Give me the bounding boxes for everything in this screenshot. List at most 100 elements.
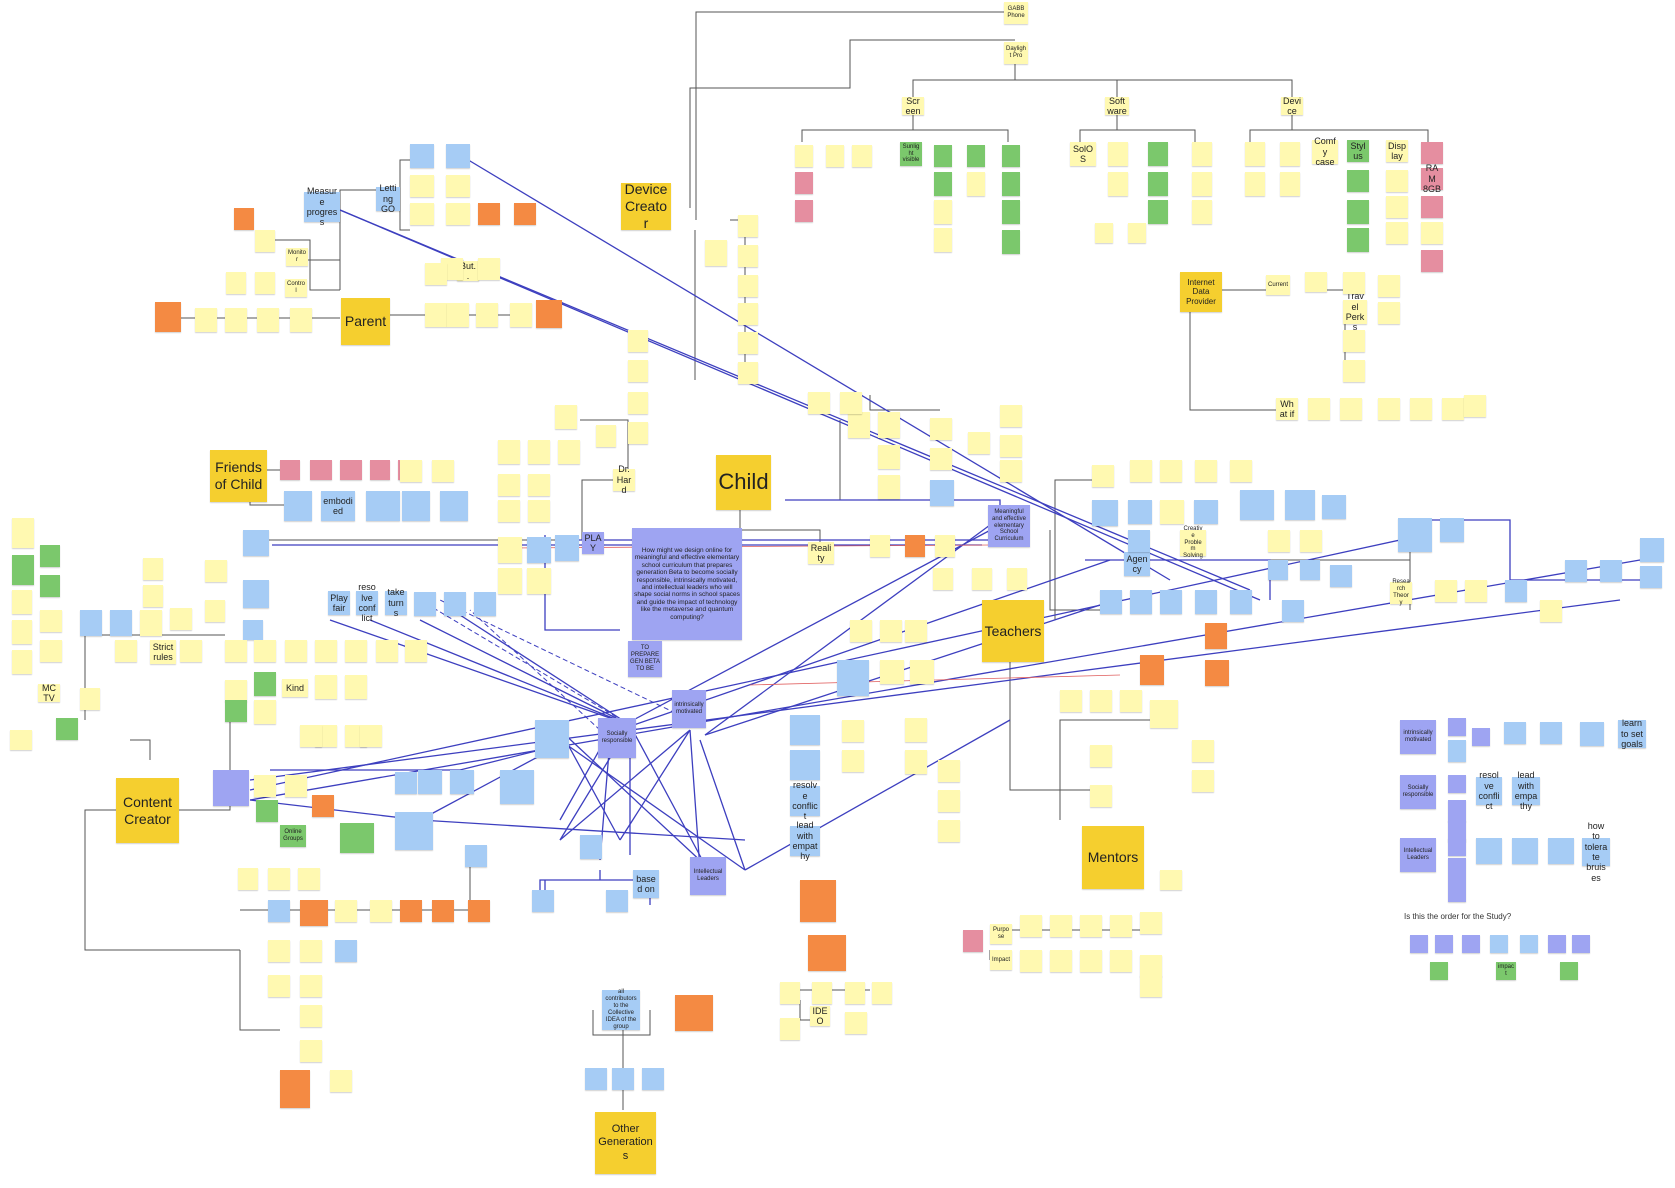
- play-fair-note[interactable]: Play fair: [328, 591, 350, 615]
- sticky-note[interactable]: [850, 620, 872, 642]
- sticky-note[interactable]: [345, 640, 367, 662]
- sticky-note[interactable]: [880, 620, 902, 642]
- sticky-note[interactable]: [478, 203, 500, 225]
- travel-perks-note[interactable]: Travel Perks: [1343, 291, 1367, 332]
- sticky-note[interactable]: [910, 660, 934, 684]
- sticky-note[interactable]: [1421, 196, 1443, 218]
- sticky-note[interactable]: [410, 175, 434, 197]
- sticky-note[interactable]: [527, 568, 551, 594]
- parent-note[interactable]: Parent: [341, 298, 390, 345]
- sticky-note[interactable]: [532, 890, 554, 912]
- sticky-note[interactable]: [1205, 623, 1227, 649]
- sticky-note[interactable]: [1230, 590, 1252, 614]
- sticky-note[interactable]: [498, 568, 522, 594]
- sticky-note[interactable]: [905, 750, 927, 774]
- sticky-note[interactable]: [1410, 398, 1432, 420]
- sticky-note[interactable]: [1640, 566, 1662, 588]
- sticky-note[interactable]: [143, 558, 163, 580]
- sticky-note[interactable]: [432, 460, 454, 482]
- sticky-note[interactable]: [1080, 915, 1102, 937]
- sticky-note[interactable]: [1448, 858, 1466, 880]
- sticky-note[interactable]: [845, 1012, 867, 1034]
- sticky-note[interactable]: [213, 770, 249, 806]
- sticky-note[interactable]: [1548, 838, 1574, 864]
- device-creator-note[interactable]: Device Creator: [621, 181, 671, 231]
- sticky-note[interactable]: [40, 610, 62, 632]
- sticky-note[interactable]: [1440, 518, 1464, 542]
- sticky-note[interactable]: [1230, 460, 1252, 482]
- sticky-note[interactable]: [400, 900, 422, 922]
- sticky-note[interactable]: [254, 775, 276, 797]
- sticky-note[interactable]: [40, 545, 60, 567]
- sticky-note[interactable]: [300, 1005, 322, 1027]
- sticky-note[interactable]: [1504, 722, 1526, 744]
- measure-progress-note[interactable]: Measure progress: [304, 186, 340, 227]
- sticky-note[interactable]: [155, 302, 181, 332]
- sticky-note[interactable]: [1148, 142, 1168, 166]
- sticky-note[interactable]: [1150, 700, 1178, 728]
- sticky-note[interactable]: [812, 982, 832, 1004]
- sticky-note[interactable]: [418, 770, 442, 794]
- sticky-note[interactable]: [1060, 690, 1082, 712]
- sticky-note[interactable]: [1110, 915, 1132, 937]
- impact-note[interactable]: impact: [1496, 962, 1516, 980]
- sticky-note[interactable]: [255, 272, 275, 294]
- control-note[interactable]: Control: [285, 279, 307, 297]
- sticky-note[interactable]: [1340, 398, 1362, 420]
- sticky-note[interactable]: [10, 730, 32, 750]
- sticky-note[interactable]: [1110, 950, 1132, 972]
- sticky-note[interactable]: [878, 445, 900, 469]
- sticky-note[interactable]: [1386, 170, 1408, 192]
- sticky-note[interactable]: [254, 640, 276, 662]
- sticky-note[interactable]: [845, 982, 865, 1004]
- sticky-note[interactable]: [40, 575, 60, 597]
- sticky-note[interactable]: [628, 360, 648, 382]
- other-generations-note[interactable]: Other Generations: [595, 1112, 656, 1174]
- child-note[interactable]: Child: [716, 455, 771, 510]
- sticky-note[interactable]: [225, 640, 247, 662]
- sticky-note[interactable]: [257, 308, 279, 332]
- sticky-note[interactable]: [1386, 196, 1408, 218]
- sticky-note[interactable]: [1128, 223, 1146, 243]
- sticky-note[interactable]: [1194, 500, 1218, 524]
- sticky-note[interactable]: [298, 868, 320, 890]
- sticky-note[interactable]: [410, 144, 434, 168]
- sticky-note[interactable]: [528, 474, 550, 496]
- sticky-note[interactable]: [1002, 172, 1020, 196]
- legend-goals-note[interactable]: learn to set goals: [1618, 718, 1646, 749]
- solos-note[interactable]: SolOS: [1070, 142, 1096, 166]
- sticky-note[interactable]: [938, 790, 960, 812]
- sticky-note[interactable]: [1476, 838, 1502, 864]
- sticky-note[interactable]: [12, 620, 32, 644]
- strict-rules-note[interactable]: Strict rules: [150, 640, 176, 664]
- meaningful-curriculum-note[interactable]: Meaningful and effective elementary Scho…: [988, 505, 1030, 547]
- sticky-note[interactable]: [284, 491, 312, 521]
- sticky-note[interactable]: [1565, 560, 1587, 582]
- sticky-note[interactable]: [780, 982, 800, 1004]
- sticky-note[interactable]: [405, 640, 427, 662]
- sticky-note[interactable]: [1448, 880, 1466, 902]
- sticky-note[interactable]: [585, 1068, 607, 1090]
- sticky-note[interactable]: [234, 208, 254, 230]
- sticky-note[interactable]: [1448, 838, 1466, 856]
- sticky-note[interactable]: [444, 592, 466, 616]
- sticky-note[interactable]: [878, 412, 900, 438]
- impact-2-note[interactable]: Impact: [990, 950, 1012, 970]
- sticky-note[interactable]: [905, 718, 927, 742]
- how-might-we-question[interactable]: How might we design online for meaningfu…: [632, 528, 742, 640]
- sticky-note[interactable]: [12, 650, 32, 674]
- sticky-note[interactable]: [1465, 580, 1487, 602]
- sticky-note[interactable]: [612, 1068, 634, 1090]
- embodied-note[interactable]: embodied: [321, 491, 355, 521]
- sticky-note[interactable]: [12, 518, 34, 548]
- sticky-note[interactable]: [1050, 950, 1072, 972]
- sticky-note[interactable]: [848, 412, 870, 438]
- sticky-note[interactable]: [1245, 172, 1265, 196]
- sticky-note[interactable]: [290, 308, 312, 332]
- take-turns-note[interactable]: take turns: [385, 587, 407, 618]
- sticky-note[interactable]: [1520, 935, 1538, 953]
- online-groups-note[interactable]: Online Groups: [280, 825, 306, 847]
- sticky-note[interactable]: [1448, 740, 1466, 762]
- sticky-note[interactable]: [1421, 222, 1443, 244]
- sticky-note[interactable]: [1020, 950, 1042, 972]
